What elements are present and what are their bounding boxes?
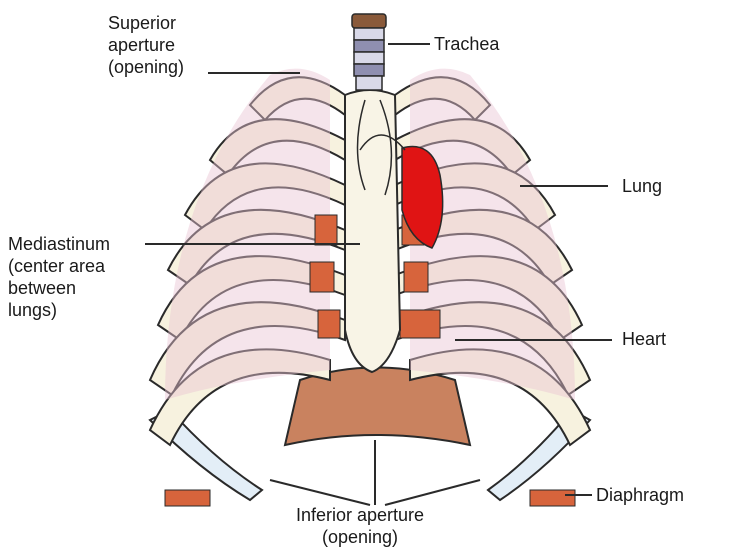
label-heart: Heart bbox=[622, 328, 666, 350]
leader-inferior-right bbox=[385, 480, 480, 505]
label-inferior-aperture: Inferior aperture (opening) bbox=[296, 504, 424, 548]
diaphragm-dome bbox=[285, 368, 470, 446]
label-lung: Lung bbox=[622, 175, 662, 197]
label-superior-aperture: Superior aperture (opening) bbox=[108, 12, 184, 78]
label-trachea: Trachea bbox=[434, 33, 499, 55]
trachea bbox=[352, 14, 386, 90]
label-diaphragm: Diaphragm bbox=[596, 484, 684, 506]
label-mediastinum: Mediastinum (center area between lungs) bbox=[8, 233, 110, 321]
leader-inferior-left bbox=[270, 480, 370, 505]
sternum bbox=[345, 90, 400, 372]
left-lung bbox=[165, 69, 330, 400]
trachea-top bbox=[352, 14, 386, 28]
